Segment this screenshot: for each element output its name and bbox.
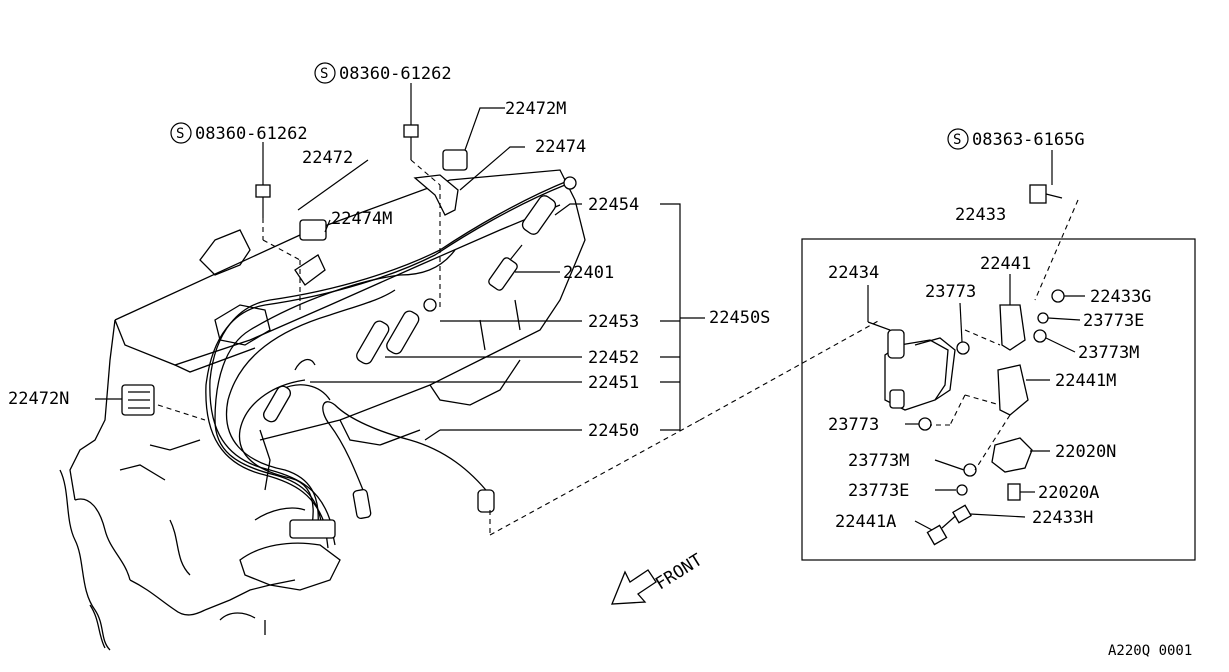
front-label: FRONT [652, 550, 706, 594]
washer-23773E-a [1037, 312, 1049, 324]
front-arrow-icon [611, 569, 657, 605]
bracket-22441 [999, 304, 1026, 351]
screw-22020A [1007, 483, 1021, 501]
part-labels: 08360-61262 08360-61262 08363-6165G 2247… [8, 64, 1151, 532]
label-22401: 22401 [563, 263, 614, 283]
s-symbol-left [170, 122, 192, 144]
leader-lines-left [95, 83, 881, 536]
label-22451: 22451 [588, 373, 639, 393]
plug-boot-3 [386, 310, 420, 355]
label-23773M-b: 23773M [848, 451, 909, 471]
plug-boot-2 [356, 320, 390, 365]
label-22474M: 22474M [331, 209, 392, 229]
nut-23773-a [956, 341, 970, 355]
s-symbol-right [947, 128, 969, 150]
bolt-top [403, 124, 419, 138]
label-22454: 22454 [588, 195, 639, 215]
nut-22433G [1051, 289, 1065, 303]
s-symbol-right-text: S [953, 132, 961, 148]
nut-23773-b [918, 417, 932, 431]
s-symbol-top-text: S [320, 66, 328, 82]
leader-lines-right [867, 150, 1085, 531]
spark-plug-wire-harness [205, 179, 571, 549]
nut-23773M-b [963, 463, 977, 477]
resistor-22020N [991, 437, 1033, 473]
label-screw-right: 08363-6165G [972, 130, 1085, 150]
bolt-22441A [926, 524, 948, 546]
label-23773-b: 23773 [828, 415, 879, 435]
plug-boot-1-cap [563, 176, 577, 190]
front-direction-arrow: FRONT [611, 550, 706, 605]
diagram-code: A220Q 0001 [1108, 643, 1192, 659]
label-22474: 22474 [535, 137, 586, 157]
label-23773E-b: 23773E [848, 481, 909, 501]
label-22472N: 22472N [8, 389, 69, 409]
bracket-lower [294, 254, 326, 286]
plug-boot-1 [521, 195, 557, 235]
label-22453: 22453 [588, 312, 639, 332]
plug-boot-3-cap [423, 298, 437, 312]
coil-wire-end [477, 489, 495, 513]
plug-boots [262, 176, 577, 539]
label-23773M-a: 23773M [1078, 343, 1139, 363]
wire-clamps [121, 149, 468, 421]
bolt-left [255, 184, 271, 198]
label-screw-left: 08360-61262 [195, 124, 308, 144]
nut-23773M-a [1033, 329, 1047, 343]
label-22441M: 22441M [1055, 371, 1116, 391]
coil-wire-start [352, 488, 372, 520]
label-22450S: 22450S [709, 308, 770, 328]
label-23773E-a: 23773E [1083, 311, 1144, 331]
coil-base [889, 389, 905, 409]
bracket-22441M [997, 364, 1029, 416]
washer-23773E-b [956, 484, 968, 496]
coil-tower [887, 329, 905, 359]
label-23773-a: 23773 [925, 282, 976, 302]
clamp-22474M [299, 219, 327, 241]
clamp-22472M [442, 149, 468, 171]
engine-block-illustration [59, 169, 586, 651]
label-22472M: 22472M [505, 99, 566, 119]
ignition-coil-inset-frame [801, 238, 1196, 561]
label-screw-top: 08360-61262 [339, 64, 452, 84]
label-22452: 22452 [588, 348, 639, 368]
label-22020N: 22020N [1055, 442, 1116, 462]
label-22472: 22472 [302, 148, 353, 168]
standard-part-symbols: S S S [170, 62, 969, 150]
ignition-coil-assembly [884, 184, 1079, 546]
engine-bolts [255, 124, 441, 310]
spark-plug [488, 244, 523, 291]
label-22441A: 22441A [835, 512, 896, 532]
bracket-22474 [413, 174, 459, 216]
s-symbol-left-text: S [176, 126, 184, 142]
plug-boot-4 [262, 385, 292, 423]
label-22433H: 22433H [1032, 508, 1093, 528]
clip-22433H [952, 504, 972, 524]
label-22020A: 22020A [1038, 483, 1099, 503]
label-22434: 22434 [828, 263, 879, 283]
wire-separator-lower [289, 519, 336, 539]
label-22441: 22441 [980, 254, 1031, 274]
label-22433: 22433 [955, 205, 1006, 225]
label-22450: 22450 [588, 421, 639, 441]
s-symbol-top [314, 62, 336, 84]
label-22433G: 22433G [1090, 287, 1151, 307]
screw-08363-6165G [1029, 184, 1047, 204]
